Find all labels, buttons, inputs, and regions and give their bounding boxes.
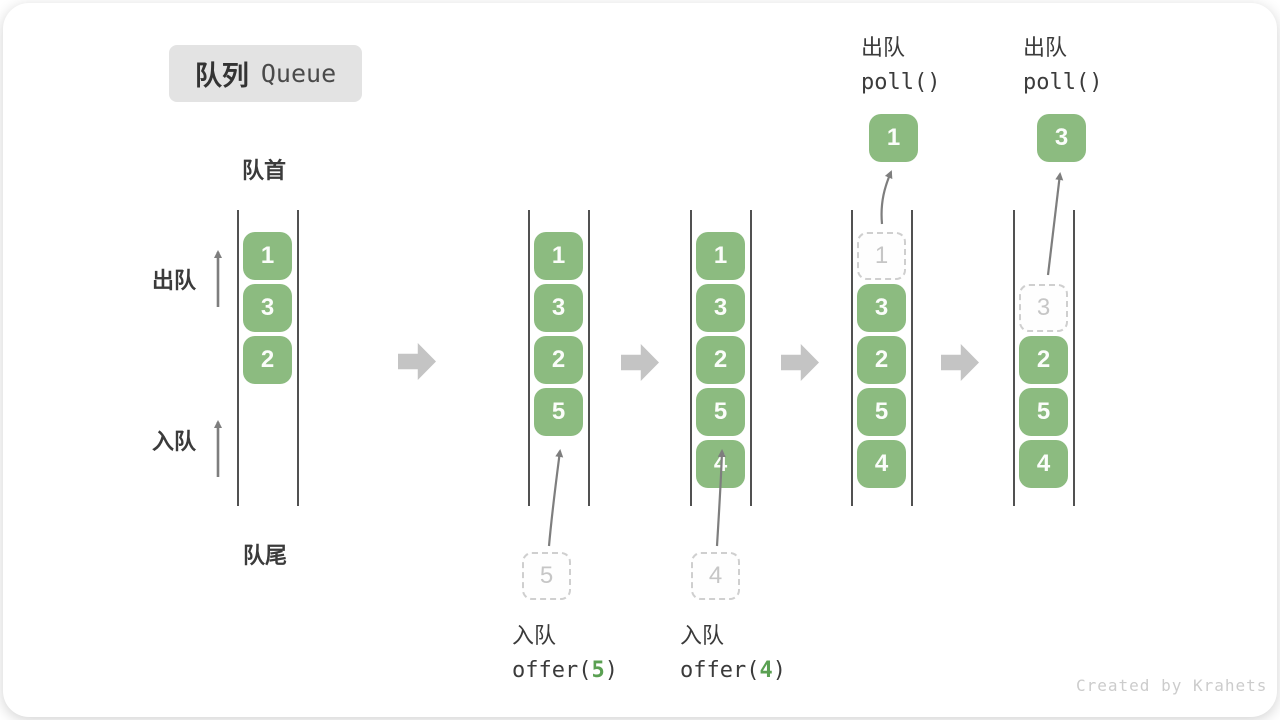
enqueue-5-action: 入队 [512,623,557,648]
queue3-cell: 4 [696,440,745,488]
enqueue-4-action: 入队 [680,623,725,648]
queue2-cell: 2 [534,336,583,384]
queue2-left-wall [528,210,530,506]
dequeue-1-operation-label: 出队 poll() [861,30,940,95]
enqueue-5-code: offer(5) [512,658,618,683]
queue3-cell: 1 [696,232,745,280]
dequeue-1-action: 出队 [861,35,906,60]
enqueue-4-code: offer(4) [680,658,786,683]
queue2-pending-cell: 5 [522,552,571,600]
queue5-removed-cell: 3 [1019,284,1068,332]
fn-close: ) [772,658,786,683]
title-zh: 队列 [194,61,249,91]
queue4-left-wall [851,210,853,506]
queue3-right-wall [750,210,752,506]
queue4-cell: 3 [857,284,906,332]
queue5-left-wall [1013,210,1015,506]
queue3-left-wall [690,210,692,506]
queue3-cell: 3 [696,284,745,332]
queue2-cell: 5 [534,388,583,436]
enqueue-4-operation-label: 入队 offer(4) [680,618,786,683]
credit-text: Created by Krahets [1076,676,1268,695]
dequeue-1-code: poll() [861,70,941,95]
queue5-cell: 2 [1019,336,1068,384]
queue4-right-wall [911,210,913,506]
queue2-cell: 3 [534,284,583,332]
title-en: Queue [260,59,337,88]
enqueue-side-label: 入队 [152,429,197,454]
queue3-cell: 5 [696,388,745,436]
queue-tail-label: 队尾 [243,543,288,568]
fn-open: offer( [680,658,760,683]
fn-close: ) [604,658,618,683]
dequeue-2-code: poll() [1023,70,1103,95]
queue5-polled-cell: 3 [1037,114,1086,162]
queue5-cell: 5 [1019,388,1068,436]
title-badge: 队列 Queue [169,45,362,102]
queue4-cell: 5 [857,388,906,436]
queue1-left-wall [237,210,239,506]
queue5-right-wall [1073,210,1075,506]
queue4-polled-cell: 1 [869,114,918,162]
queue1-cell: 2 [243,336,292,384]
queue4-removed-cell: 1 [857,232,906,280]
queue5-cell: 4 [1019,440,1068,488]
dequeue-2-action: 出队 [1023,35,1068,60]
queue3-cell: 2 [696,336,745,384]
enqueue-5-operation-label: 入队 offer(5) [512,618,618,683]
queue1-cell: 1 [243,232,292,280]
fn-open: offer( [512,658,592,683]
fn-arg: 4 [759,658,773,683]
queue2-right-wall [588,210,590,506]
dequeue-2-operation-label: 出队 poll() [1023,30,1102,95]
queue2-cell: 1 [534,232,583,280]
queue1-cell: 3 [243,284,292,332]
queue1-right-wall [297,210,299,506]
queue-head-label: 队首 [242,158,287,183]
queue4-cell: 4 [857,440,906,488]
fn-arg: 5 [591,658,605,683]
queue4-cell: 2 [857,336,906,384]
dequeue-side-label: 出队 [152,268,197,293]
queue3-pending-cell: 4 [691,552,740,600]
